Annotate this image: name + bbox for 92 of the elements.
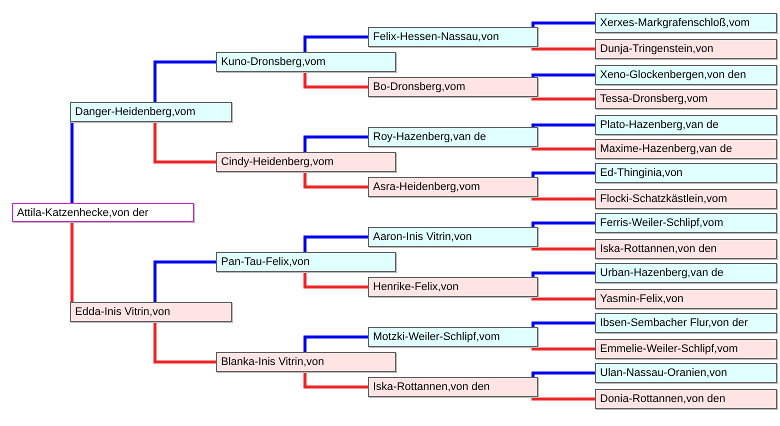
pedigree-connector — [532, 124, 595, 127]
name-text: Xerxes-Markgrafenschloß,vom — [600, 17, 750, 29]
pedigree-connector — [532, 372, 595, 377]
name-box — [595, 163, 777, 183]
pedigree-connector — [154, 260, 216, 302]
name-box — [595, 89, 777, 109]
name-text: Xeno-Glockenbergen,von den — [600, 69, 746, 81]
pedigree-connector — [304, 172, 368, 188]
name-text: Blanka-Inis Vitrin,von — [221, 356, 324, 368]
name-text: Ibsen-Sembacher Flur,von der — [600, 317, 748, 329]
pedigree-connector — [154, 60, 216, 102]
name-box — [216, 352, 396, 372]
name-box — [595, 139, 777, 159]
name-box — [595, 39, 777, 59]
name-text: Asra-Heidenberg,vom — [373, 181, 480, 193]
name-box — [595, 339, 777, 359]
name-box — [595, 289, 777, 309]
name-box — [70, 302, 232, 322]
name-text: Ferris-Weiler-Schlipf,vom — [600, 217, 724, 229]
name-text: Emmelie-Weiler-Schlipf,vom — [600, 343, 738, 355]
name-text: Dunja-Tringenstein,von — [600, 43, 714, 55]
name-box — [216, 252, 396, 272]
name-box — [595, 263, 777, 283]
name-box — [216, 152, 396, 172]
pedigree-connector — [532, 297, 595, 300]
pedigree-connector — [532, 397, 595, 400]
pedigree-connector — [532, 197, 595, 200]
name-text: Bo-Dronsberg,vom — [373, 81, 466, 93]
name-text: Tessa-Dronsberg,vom — [600, 93, 708, 105]
name-text: Danger-Heidenberg,vom — [75, 106, 196, 118]
name-text: Maxime-Hazenberg,van de — [600, 143, 732, 155]
name-box — [368, 127, 538, 147]
name-text: Henrike-Felix,von — [373, 281, 459, 293]
name-box — [368, 227, 538, 247]
pedigree-connector — [70, 122, 74, 203]
pedigree-connector — [532, 147, 595, 150]
name-text: Pan-Tau-Felix,von — [221, 256, 310, 268]
name-text: Donia-Rottannen,von den — [600, 393, 726, 405]
name-text: Ulan-Nassau-Oranien,von — [600, 367, 728, 379]
pedigree-connector — [304, 372, 368, 388]
name-text: Felix-Hessen-Nassau,von — [373, 31, 499, 43]
name-box — [12, 203, 194, 222]
pedigree-connector — [154, 122, 216, 164]
name-text: Kuno-Dronsberg,vom — [221, 56, 326, 68]
name-text: Attila-Katzenhecke,von der — [17, 206, 148, 218]
name-text: Edda-Inis Vitrin,von — [75, 306, 170, 318]
name-text: Iska-Rottannen,von den — [373, 381, 490, 393]
name-box — [368, 177, 538, 197]
name-box — [70, 102, 232, 122]
name-box — [595, 239, 777, 259]
pedigree-connector — [304, 72, 368, 88]
name-box — [595, 389, 777, 409]
name-box — [368, 327, 538, 347]
pedigree-connector — [304, 136, 368, 152]
name-box — [595, 13, 777, 33]
pedigree-connector — [304, 36, 368, 52]
pedigree-connector — [154, 322, 216, 364]
name-box — [368, 377, 538, 397]
name-text: Iska-Rottannen,von den — [600, 243, 717, 255]
name-text: Urban-Hazenberg,van de — [600, 267, 724, 279]
name-box — [595, 115, 777, 135]
pedigree-connector — [532, 172, 595, 177]
pedigree-connector — [532, 74, 595, 77]
name-text: Motzki-Weiler-Schlipf,vom — [373, 331, 500, 343]
name-text: Aaron-Inis Vitrin,von — [373, 231, 472, 243]
pedigree-connector — [304, 272, 368, 288]
name-box — [595, 363, 777, 383]
name-text: Ed-Thinginia,von — [600, 167, 683, 179]
pedigree-connector — [532, 347, 595, 350]
name-box — [595, 313, 777, 333]
name-box — [368, 77, 538, 97]
pedigree-connector — [532, 47, 595, 50]
pedigree-connector — [70, 222, 74, 302]
pedigree-connector — [532, 247, 595, 250]
name-box — [595, 189, 777, 209]
name-text: Flocki-Schatzkästlein,vom — [600, 193, 728, 205]
pedigree-connector — [532, 272, 595, 277]
name-text: Cindy-Heidenberg,vom — [221, 156, 334, 168]
name-box — [368, 277, 538, 297]
name-text: Yasmin-Felix,von — [600, 293, 684, 305]
pedigree-connector — [532, 222, 595, 227]
pedigree-connector — [304, 336, 368, 352]
name-box — [595, 65, 777, 85]
name-text: Roy-Hazenberg,van de — [373, 131, 486, 143]
name-box — [368, 27, 538, 47]
name-box — [595, 213, 777, 233]
pedigree-connector — [532, 22, 595, 27]
pedigree-connector — [304, 236, 368, 252]
pedigree-connector — [532, 322, 595, 327]
pedigree-connector — [532, 97, 595, 100]
name-box — [216, 52, 396, 72]
name-text: Plato-Hazenberg,van de — [600, 119, 719, 131]
